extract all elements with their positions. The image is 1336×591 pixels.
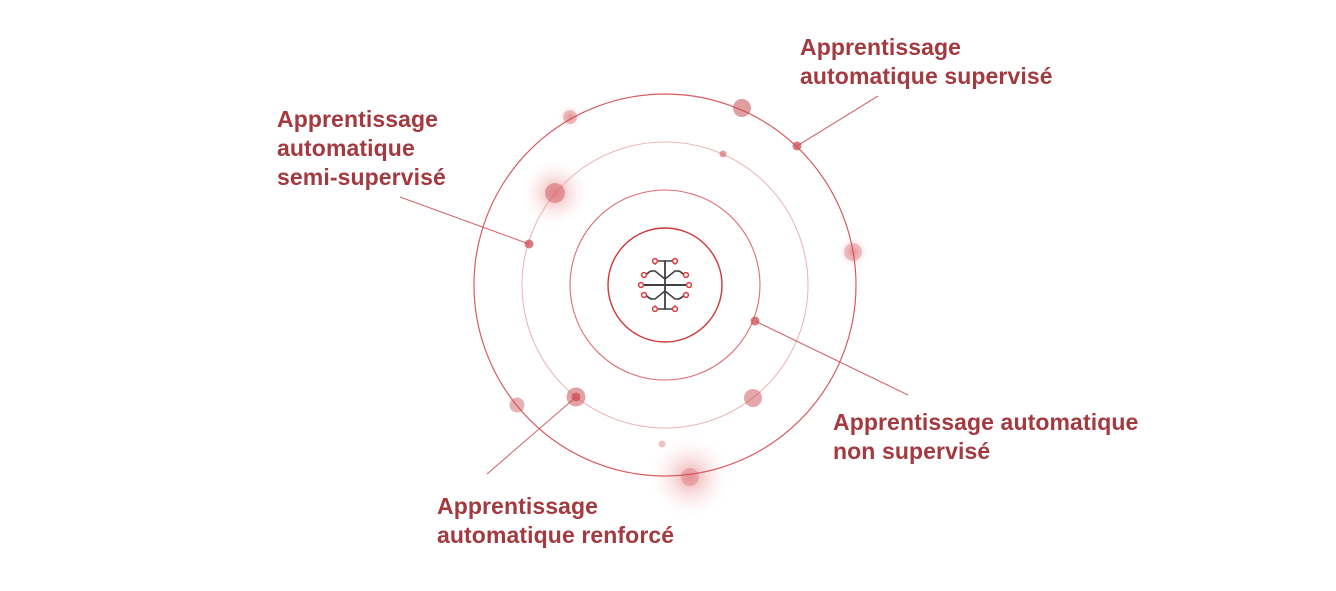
node-outer-top-right [733, 99, 751, 117]
icon-terminal-node [671, 257, 679, 265]
orbit-nodes [509, 99, 862, 486]
connector-supervised-anchor-dot [792, 141, 802, 151]
icon-terminal-node [682, 291, 690, 299]
connector-reinforced [486, 396, 577, 475]
orbit-rings [473, 93, 857, 477]
orbit-glow-layer [519, 104, 870, 520]
icon-terminal-node [671, 305, 679, 313]
icon-terminal-node [640, 291, 648, 299]
node-middle-lower-right [744, 389, 762, 407]
connector-unsupervised [754, 320, 909, 396]
neural-network-icon [637, 257, 693, 313]
orbit-middle-ring [521, 141, 809, 429]
label-supervised-learning: Apprentissage automatique supervisé [800, 34, 1053, 89]
icon-terminal-node [637, 281, 645, 289]
node-outer-top-left [563, 110, 577, 124]
connector-semi-supervise-anchor-dot [524, 239, 534, 249]
orbit-inner-ring [569, 189, 761, 381]
node-outer-lower-left [509, 397, 525, 413]
node-middle-lower-left [566, 387, 586, 407]
icon-terminal-node [651, 257, 659, 265]
node-middle-upper-left [545, 183, 565, 203]
node-outer-right [844, 243, 862, 261]
icon-terminal-node [685, 281, 693, 289]
icon-terminal-node [651, 305, 659, 313]
orbit-outer-ring [473, 93, 857, 477]
node-inner-bottom [658, 440, 666, 448]
node-middle-top-right [719, 150, 727, 158]
orbit-core-ring [607, 227, 723, 343]
label-reinforcement-learning: Apprentissage automatique renforcé [437, 493, 675, 548]
connector-supervised [796, 95, 879, 147]
node-outer-bottom-glow [681, 468, 699, 486]
connector-unsupervised-anchor-dot [750, 316, 760, 326]
connector-semi-supervise [399, 196, 530, 245]
label-unsupervised-learning: Apprentissage automatique non supervisé [833, 409, 1139, 464]
label-semi-supervised-learning: Apprentissage automatique semi-supervisé [277, 106, 446, 190]
icon-terminal-node [640, 271, 648, 279]
icon-terminal-node [682, 271, 690, 279]
glow-node-outer-bottom-glow [647, 434, 733, 520]
